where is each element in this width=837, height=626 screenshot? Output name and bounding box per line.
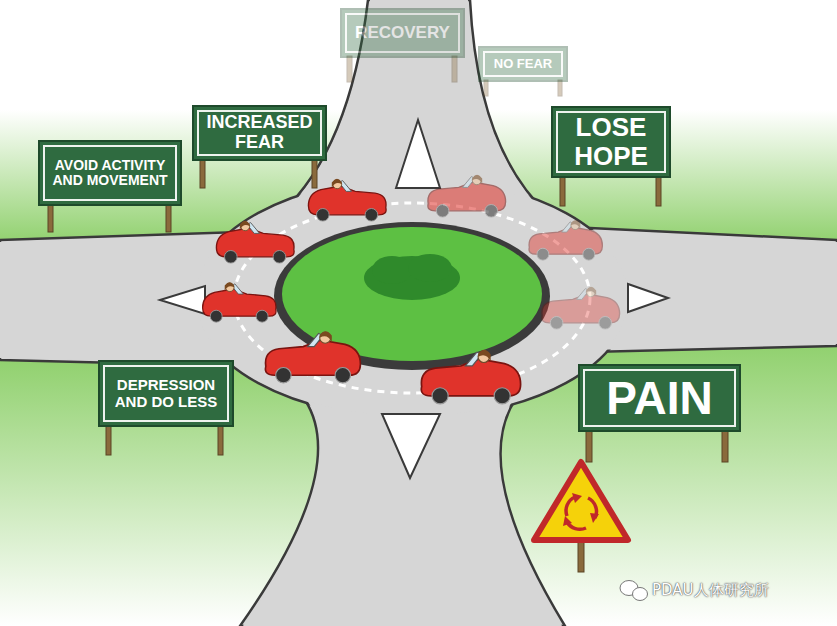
- watermark-icon: [620, 581, 648, 601]
- car: [428, 175, 506, 217]
- road-sign: AVOID ACTIVITY AND MOVEMENT: [38, 140, 182, 206]
- sign-text: AVOID ACTIVITY AND MOVEMENT: [48, 158, 172, 189]
- road-sign: RECOVERY: [340, 8, 465, 58]
- road-sign: NO FEAR: [478, 46, 568, 82]
- road-sign: INCREASED FEAR: [192, 105, 327, 161]
- watermark: PDAU人体研究所: [652, 581, 769, 600]
- sign-text: LOSE HOPE: [561, 113, 661, 170]
- car: [542, 287, 620, 329]
- car: [421, 350, 520, 404]
- road-sign: DEPRESSION AND DO LESS: [98, 360, 234, 427]
- road-sign: PAIN: [578, 364, 741, 432]
- car: [203, 282, 276, 322]
- bush: [364, 254, 460, 300]
- lane-dash: [234, 203, 590, 393]
- road-sign: LOSE HOPE: [551, 106, 671, 178]
- car: [529, 220, 602, 260]
- roundabout-warning-sign: [534, 462, 628, 540]
- island-grass: [282, 227, 542, 361]
- sign-text: INCREASED FEAR: [202, 113, 317, 153]
- sign-text: RECOVERY: [355, 24, 450, 43]
- car: [216, 221, 294, 263]
- sign-text: DEPRESSION AND DO LESS: [108, 377, 224, 410]
- sign-text: NO FEAR: [494, 57, 553, 71]
- car: [308, 179, 386, 221]
- cars: [203, 175, 620, 404]
- sign-posts: [48, 56, 728, 572]
- car: [265, 331, 360, 383]
- sign-text: PAIN: [606, 373, 713, 424]
